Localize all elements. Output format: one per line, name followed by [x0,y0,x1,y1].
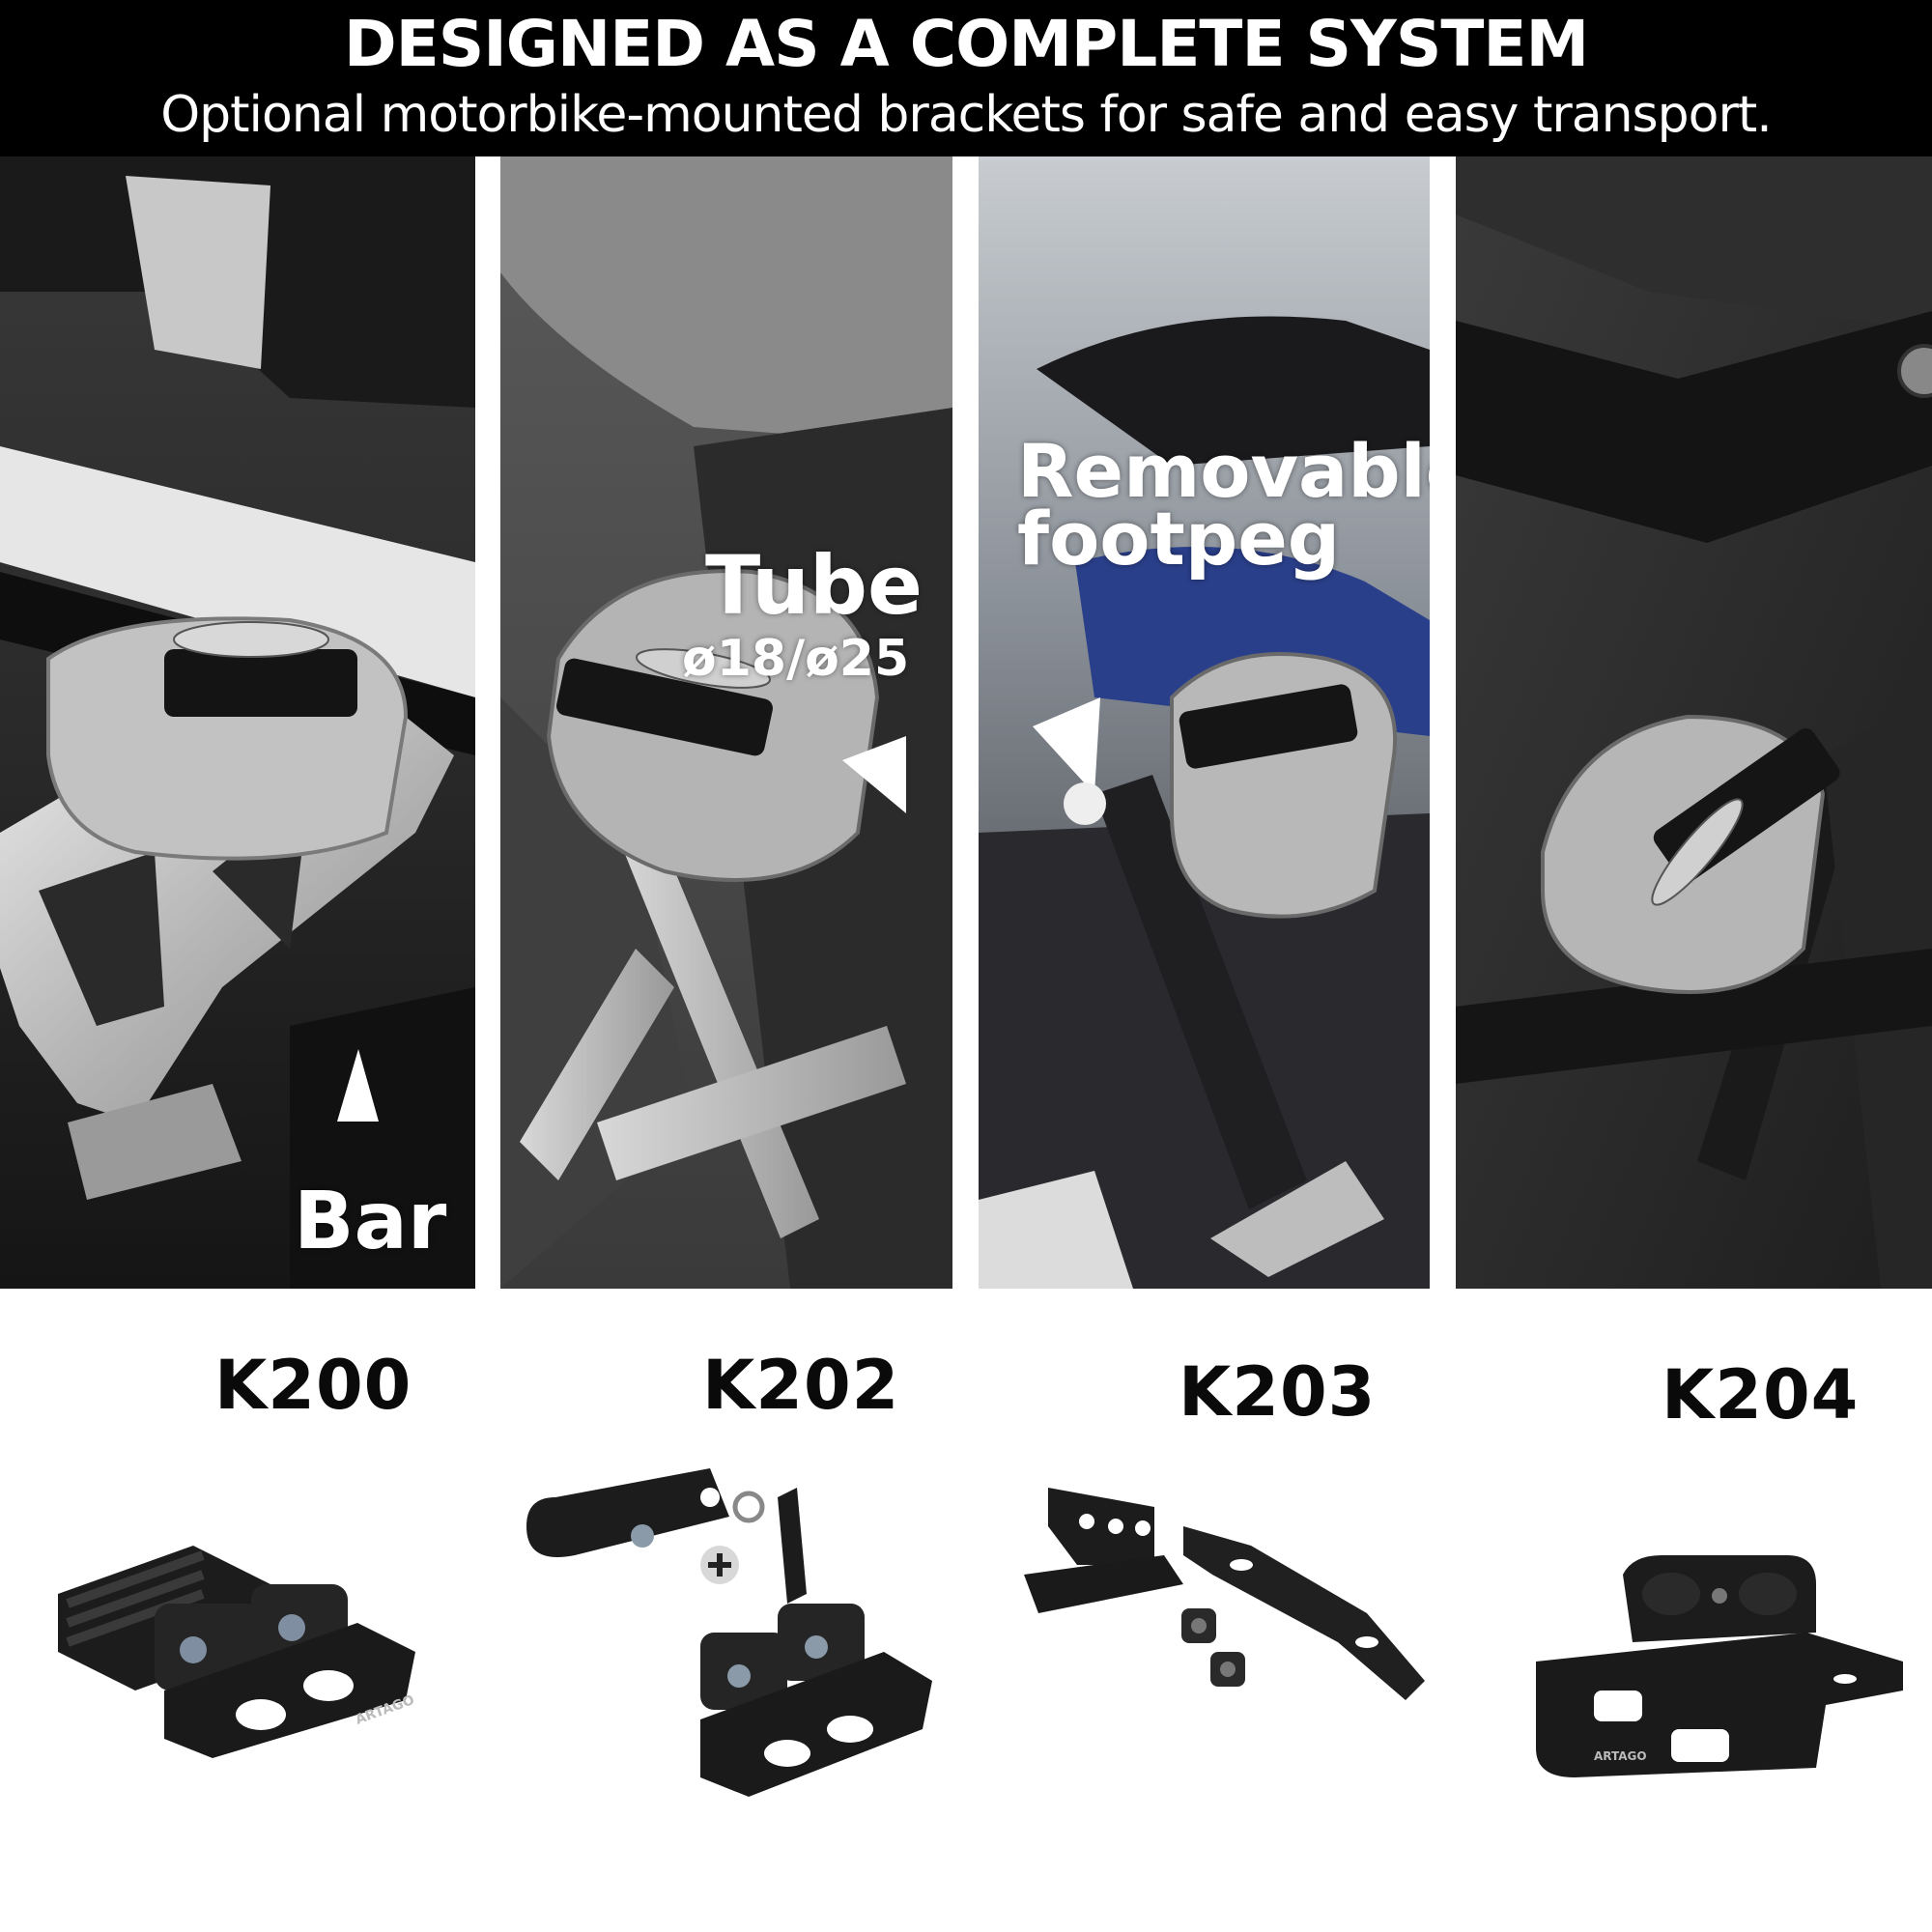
photo-panel-footpeg: Removable footpeg [979,156,1430,1289]
removable-label: Removable [1017,428,1430,514]
product-code-k203: K203 [1179,1352,1377,1432]
photo-panel-bar: Bar [0,156,475,1289]
bar-label: Bar [294,1176,447,1267]
footpeg-mount-photo [979,156,1430,1289]
k203-bracket-image [1024,1488,1425,1700]
product-code-k200: K200 [214,1346,412,1425]
k204-brand-text: ARTAGO [1594,1749,1647,1763]
header-banner: DESIGNED AS A COMPLETE SYSTEM Optional m… [0,0,1932,156]
k204-bracket-image: ARTAGO [1536,1555,1903,1777]
photo-panel-tube: Tube ø18/ø25 [500,156,952,1289]
k200-bracket-image: ARTAGO [58,1546,416,1758]
page-title: DESIGNED AS A COMPLETE SYSTEM [343,7,1589,81]
page-subtitle: Optional motorbike-mounted brackets for … [160,86,1773,144]
tube-mount-photo [500,156,952,1289]
footpeg-label: footpeg [1017,496,1341,582]
product-code-k204: K204 [1662,1355,1860,1435]
product-code-k202: K202 [702,1346,900,1425]
k202-bracket-image [526,1468,932,1797]
washer-icon [732,1491,765,1523]
tube-size-label: ø18/ø25 [682,630,910,688]
tube-label: Tube [705,538,923,633]
frame-mount-photo [1456,156,1932,1289]
photo-panel-frame [1456,156,1932,1289]
bar-mount-photo [0,156,475,1289]
